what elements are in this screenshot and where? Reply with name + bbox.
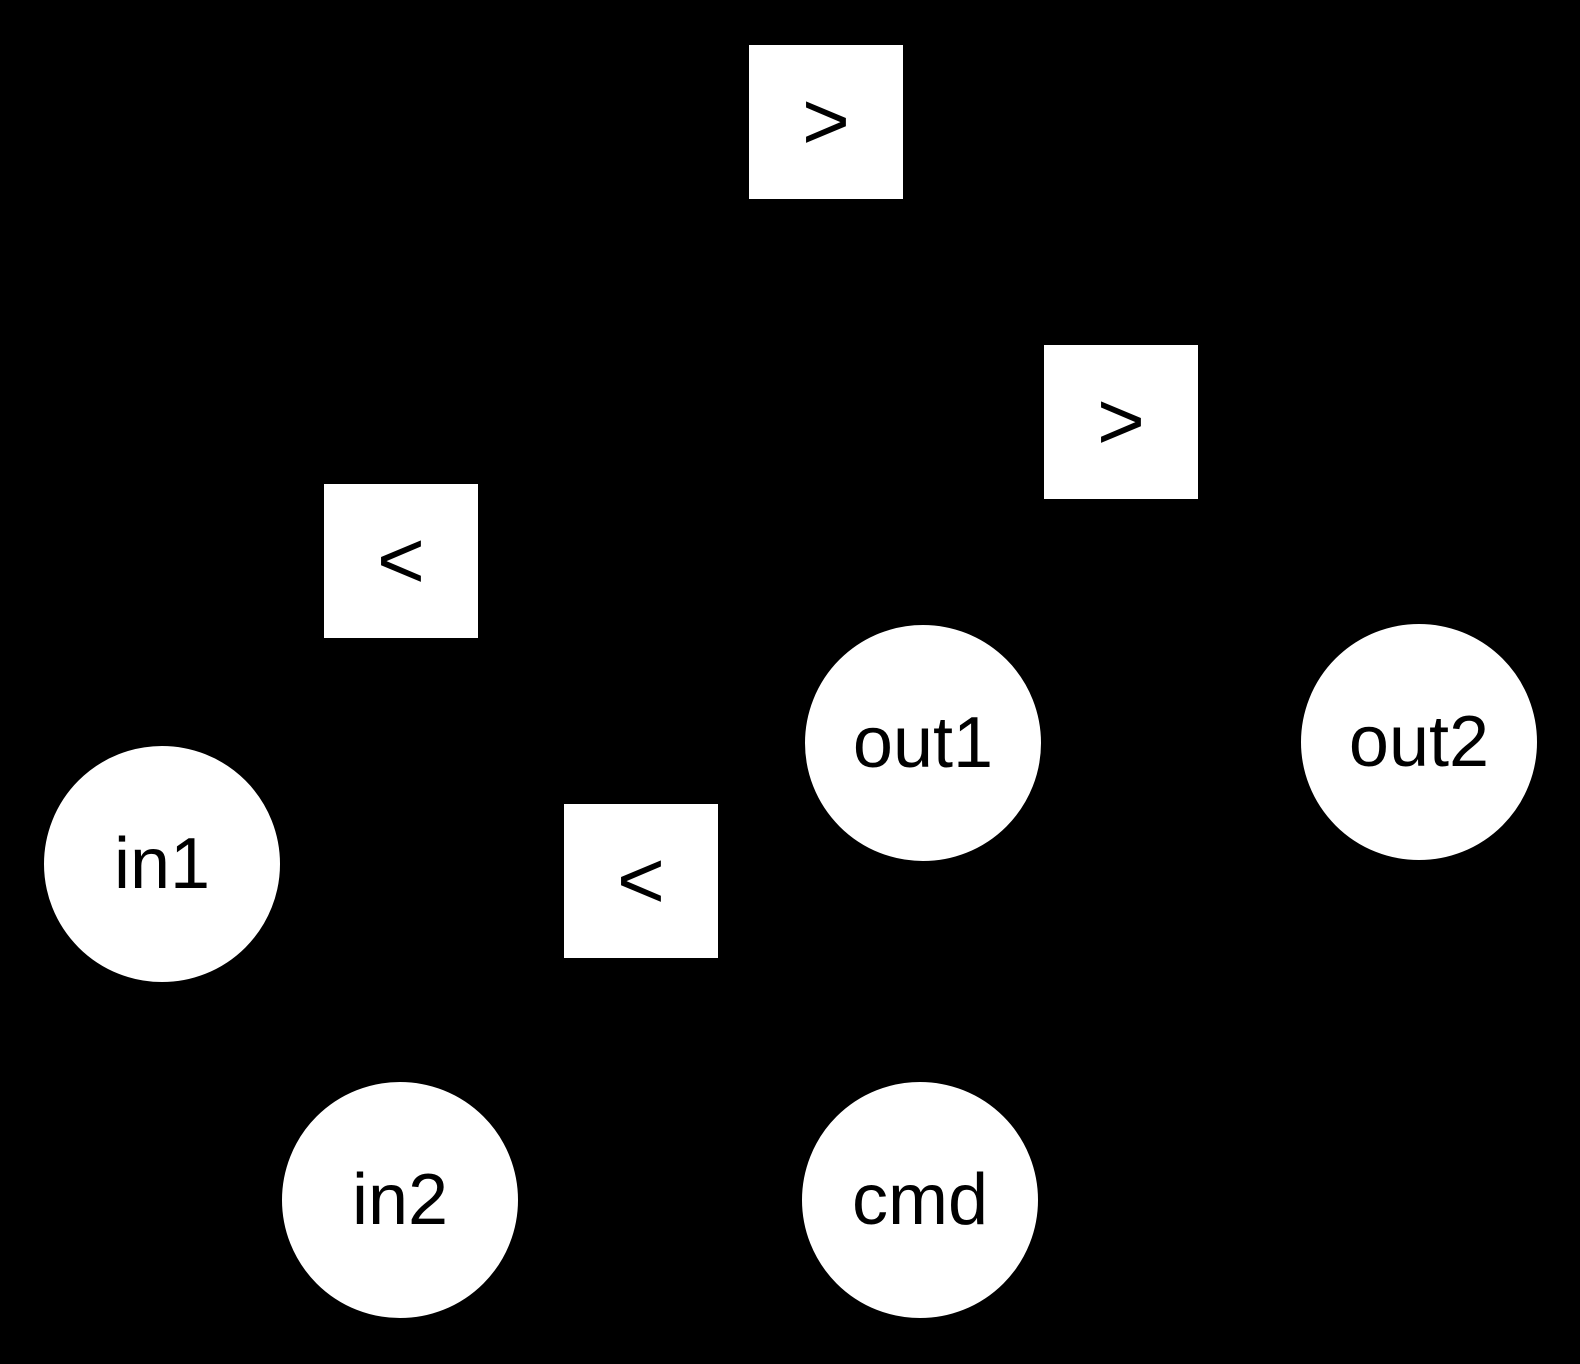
place-label: in2 [351,1160,449,1240]
transition-node-right: > [1042,343,1200,501]
place-node-out1: out1 [803,623,1043,863]
place-label: out1 [852,703,994,783]
transition-node-center: < [562,802,720,960]
transition-node-left: < [322,482,480,640]
place-label: in1 [113,824,211,904]
place-node-out2: out2 [1299,622,1539,862]
transition-symbol: < [377,515,425,606]
place-node-in1: in1 [42,744,282,984]
transition-node-top: > [747,43,905,201]
place-node-cmd: cmd [800,1080,1040,1320]
transition-symbol: > [802,76,850,167]
place-label: cmd [851,1160,989,1240]
place-label: out2 [1348,702,1490,782]
transition-symbol: < [617,835,665,926]
transition-symbol: > [1097,376,1145,467]
place-node-in2: in2 [280,1080,520,1320]
